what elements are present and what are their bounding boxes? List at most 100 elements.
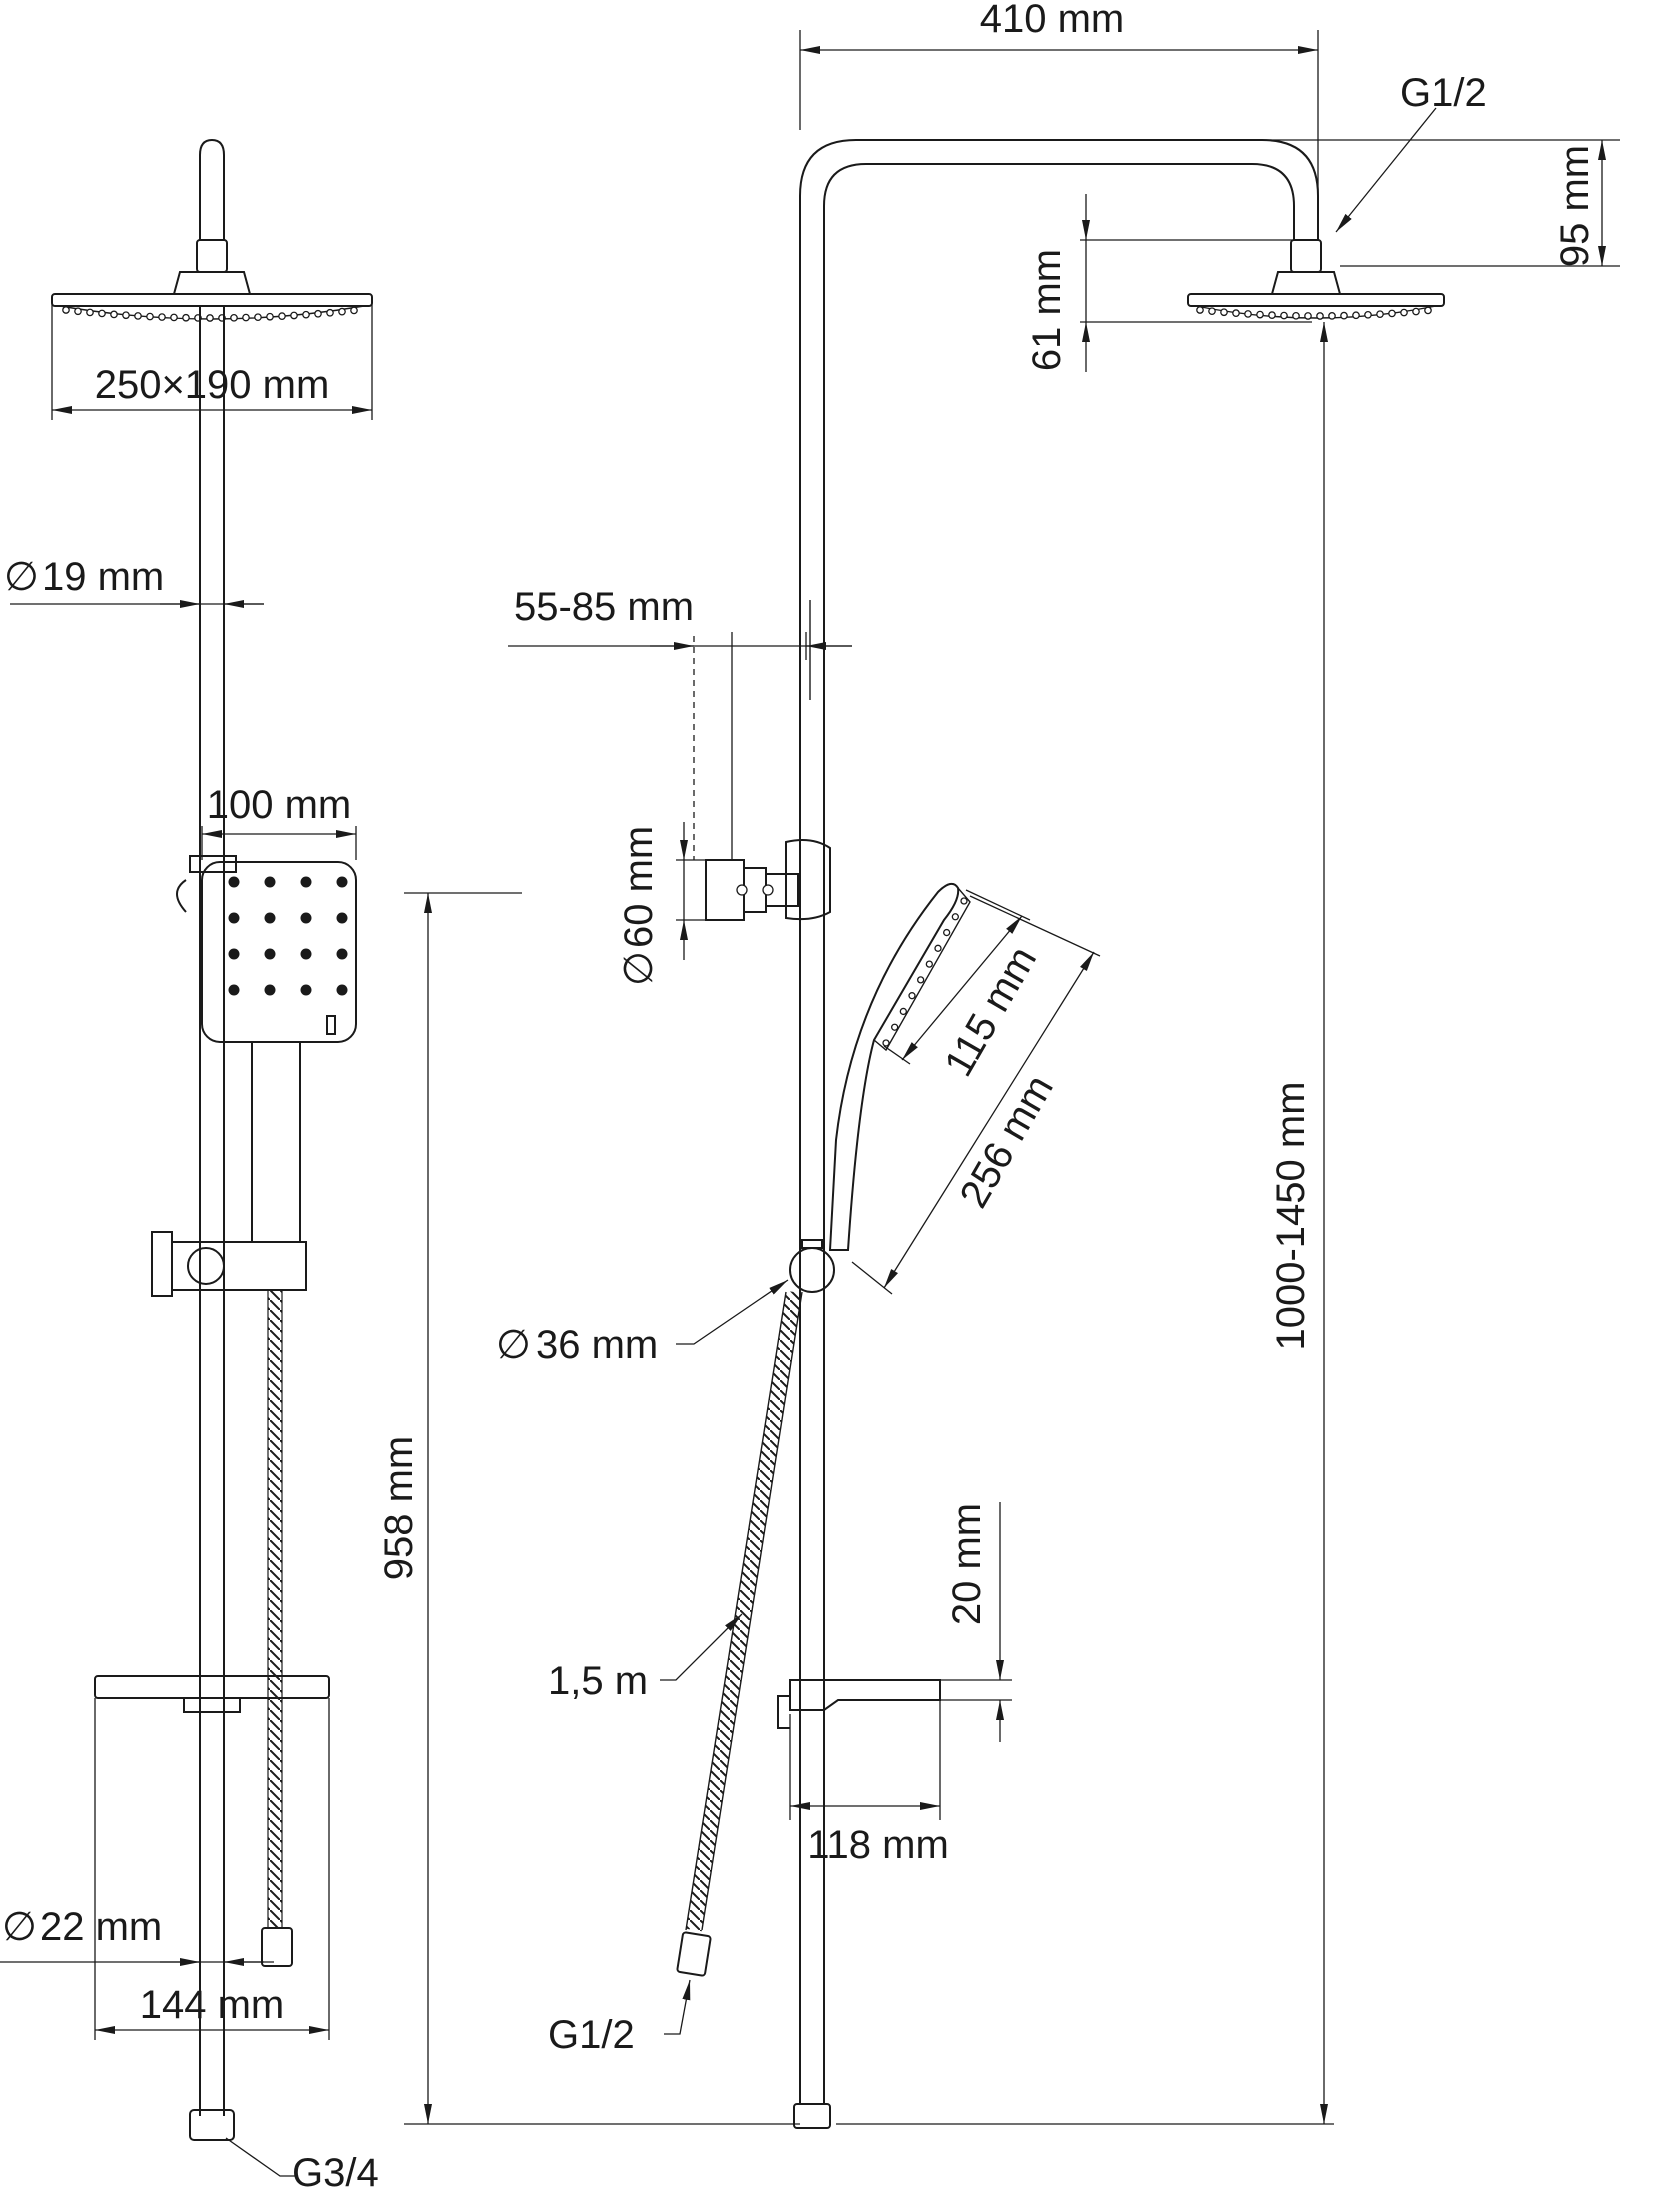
nozzle <box>158 313 166 321</box>
nozzle <box>1376 310 1384 319</box>
dim-lower-pipe-label: 22 mm <box>40 1905 162 1949</box>
label-head-inlet: G1/2 <box>1400 71 1487 115</box>
nozzle <box>338 307 346 316</box>
side-wall-bracket <box>705 839 831 921</box>
nozzle <box>1196 306 1204 314</box>
nozzle <box>1352 311 1360 320</box>
nozzle <box>1220 308 1228 317</box>
side-shelf-clip <box>777 1695 790 1729</box>
side-column-arm-outer <box>799 139 1319 2104</box>
front-slide-knob <box>187 1247 225 1285</box>
front-top-stub <box>199 138 225 240</box>
nozzle <box>1232 309 1240 317</box>
hand-nozzle <box>899 1007 907 1016</box>
nozzle <box>1304 312 1312 320</box>
front-hand-shower-button <box>326 1015 336 1035</box>
nozzle <box>1280 311 1288 320</box>
front-hand-shower-handle <box>251 1041 301 1243</box>
dim-bracket-dia-symbol: ∅ <box>617 951 661 986</box>
side-hose-outline-b <box>701 1291 803 1931</box>
nozzle <box>110 310 118 319</box>
dim-hand-face-ext-top <box>965 889 1031 921</box>
dim-slide-label: 958 mm <box>377 1436 421 1581</box>
front-slide-holder <box>151 1231 307 1297</box>
front-view: 250×190 mm ∅ 19 mm 100 mm 958 mm ∅ 22 mm… <box>0 138 800 2192</box>
dim-head-height-label: 61 mm <box>1025 249 1069 371</box>
side-shelf <box>789 1679 941 1711</box>
side-head-nozzle-row <box>1196 306 1432 320</box>
side-hose-outline-a <box>685 1291 787 1931</box>
front-head-nozzle-row <box>62 306 358 322</box>
nozzle <box>350 306 358 315</box>
dim-hand-length-label: 256 mm <box>952 1068 1062 1215</box>
nozzle <box>1412 307 1420 316</box>
side-holder-cap <box>801 1239 823 1249</box>
nozzle <box>1268 311 1276 319</box>
dim-lower-pipe-symbol: ∅ <box>2 1905 37 1949</box>
side-hose-nut <box>676 1931 712 1977</box>
label-bottom-inlet: G3/4 <box>292 2151 379 2192</box>
side-hand-shower-nozzles <box>882 897 968 1047</box>
label-holder-dia: 36 mm <box>536 1323 658 1367</box>
nozzle <box>302 310 310 319</box>
nozzle <box>134 312 142 320</box>
leader-bottom-inlet <box>225 2137 296 2177</box>
dim-hand-length-ext-bottom <box>851 1261 893 1295</box>
front-bottom-inlet <box>189 2109 235 2141</box>
leader-holder-dia <box>676 1279 789 1345</box>
front-shower-head <box>51 293 373 307</box>
label-hose-length: 1,5 m <box>548 1659 648 1703</box>
nozzle <box>230 313 238 322</box>
leader-hose-inlet <box>664 1979 691 2035</box>
side-arm-nut <box>1290 239 1322 273</box>
side-head-neck <box>1270 271 1342 295</box>
nozzle <box>206 314 214 322</box>
front-hose <box>267 1289 283 1929</box>
dim-arm-height-label: 95 mm <box>1553 145 1597 267</box>
leader-head-inlet <box>1335 107 1437 233</box>
dim-hand-face-label: 115 mm <box>936 939 1045 1084</box>
nozzle <box>62 306 70 314</box>
nozzle <box>1364 310 1372 319</box>
nozzle <box>1244 310 1252 318</box>
nozzle <box>146 312 154 321</box>
nozzle <box>254 313 262 322</box>
dim-hand-length-ext-top <box>969 895 1101 957</box>
dim-hand-length-line <box>883 951 1095 1289</box>
nozzle <box>1388 309 1396 318</box>
hand-nozzle <box>960 897 968 905</box>
hand-nozzle <box>943 928 951 937</box>
front-shelf <box>94 1675 330 1699</box>
hand-nozzle <box>891 1023 899 1031</box>
dim-column-height-label: 1000-1450 mm <box>1269 1081 1313 1350</box>
side-hose <box>686 1290 802 1932</box>
nozzle <box>170 313 178 322</box>
nozzle <box>1208 307 1216 316</box>
dim-bracket-range-label: 55-85 mm <box>514 585 694 629</box>
nozzle <box>1424 306 1432 315</box>
nozzle <box>1292 311 1300 320</box>
side-column-bottom-cap <box>793 2103 831 2129</box>
front-arm-nut <box>196 239 228 273</box>
hand-nozzle <box>908 992 916 1000</box>
dim-shelf-depth-label: 118 mm <box>807 1823 949 1867</box>
side-shower-head-underside <box>1195 305 1437 319</box>
nozzle <box>1328 312 1336 320</box>
dim-pipe-dia-symbol: ∅ <box>4 555 39 599</box>
front-hose-nut <box>261 1927 293 1967</box>
nozzle <box>1400 308 1408 317</box>
side-hand-shower <box>828 882 960 1251</box>
label-hose-inlet: G1/2 <box>548 2013 635 2057</box>
dim-bracket-dia-label: 60 mm <box>617 826 661 948</box>
dim-pipe-dia-label: 19 mm <box>42 555 164 599</box>
nozzle <box>1316 312 1324 320</box>
nozzle <box>278 312 286 321</box>
hand-nozzle <box>917 976 925 984</box>
nozzle <box>242 313 250 322</box>
nozzle <box>74 307 82 316</box>
hand-nozzle <box>951 913 959 921</box>
dim-arm-label: 410 mm <box>980 0 1125 41</box>
nozzle <box>86 308 94 317</box>
label-holder-dia-symbol: ∅ <box>496 1323 531 1367</box>
